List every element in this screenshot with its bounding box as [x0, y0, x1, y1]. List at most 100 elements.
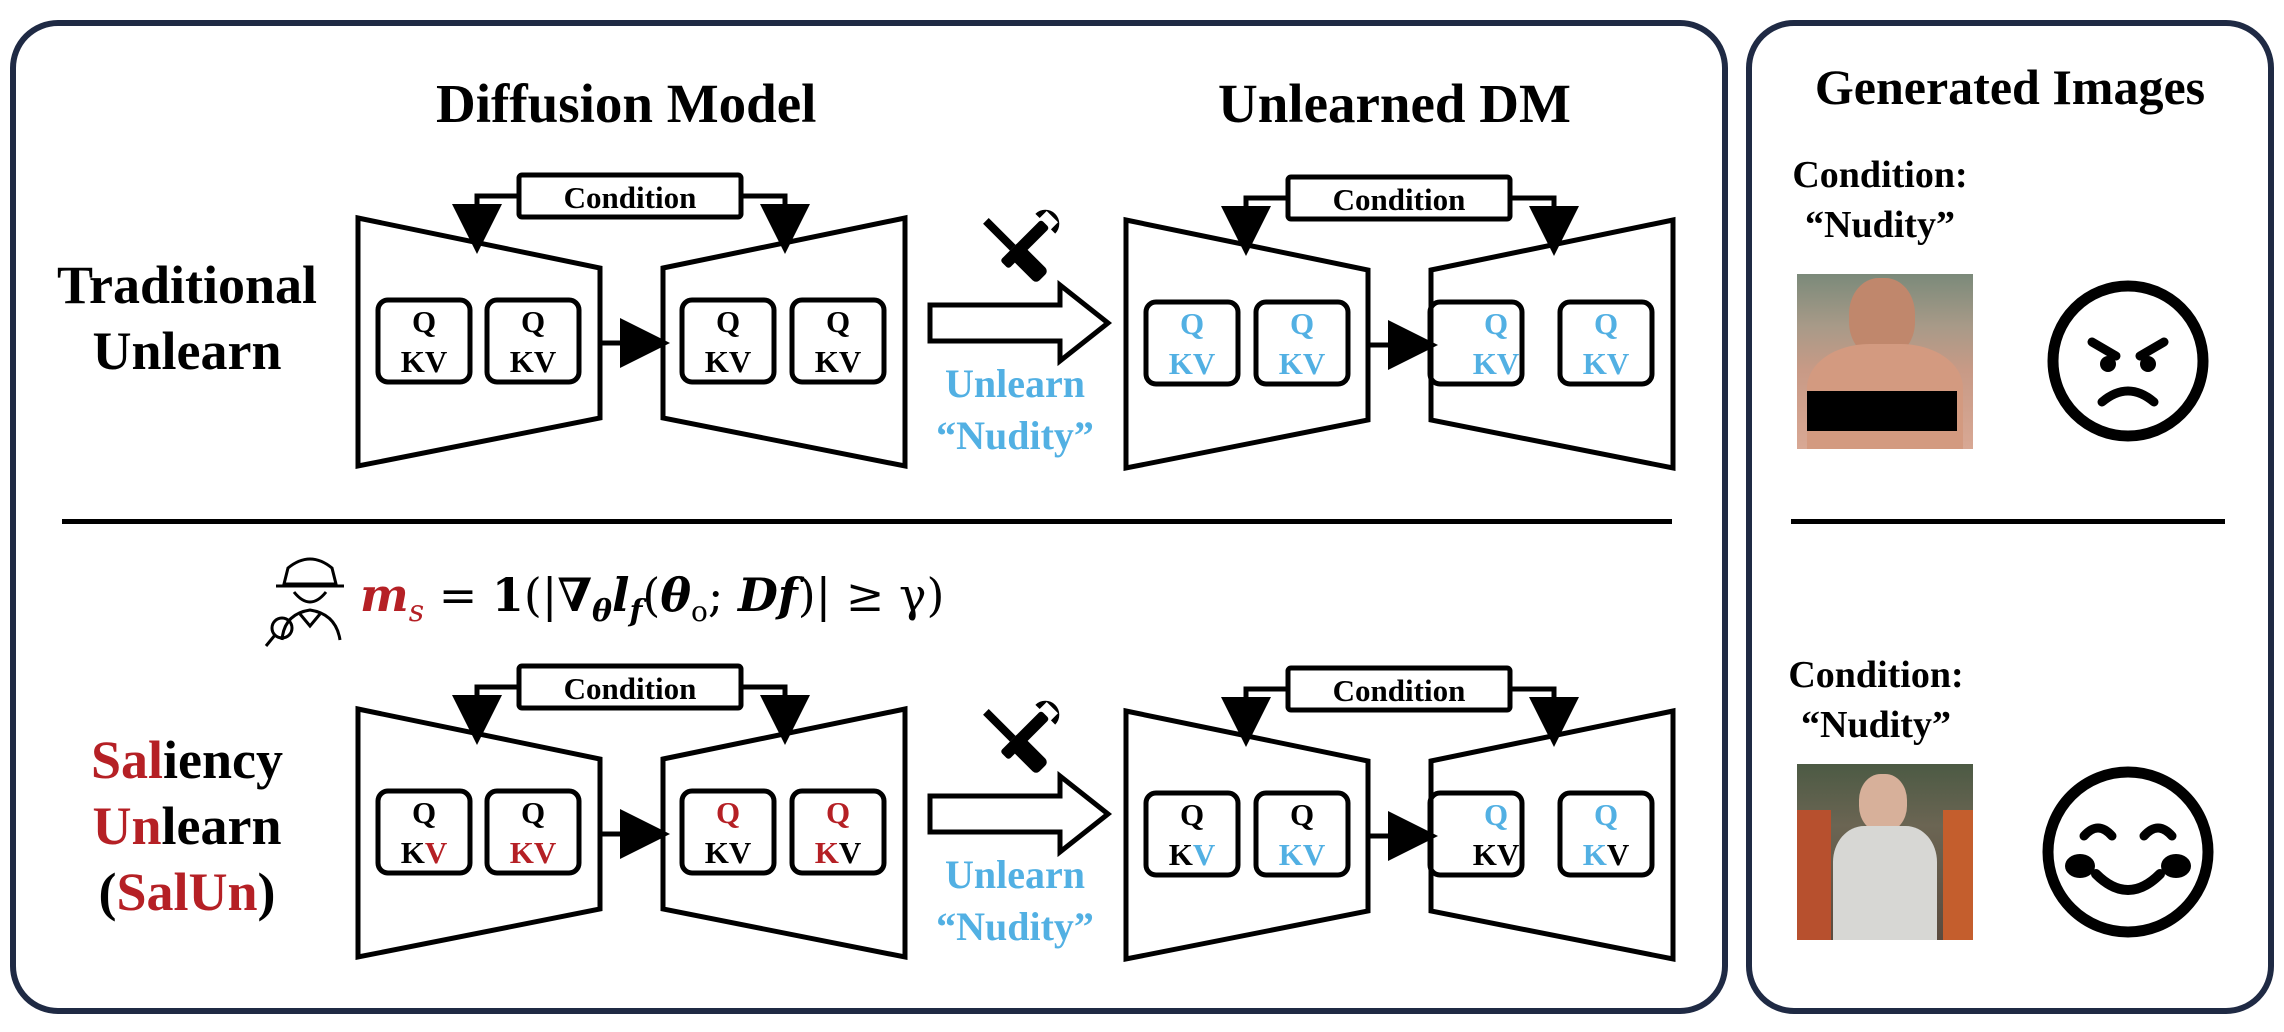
svg-text:Q: Q	[716, 304, 740, 339]
svg-text:Q: Q	[1484, 797, 1508, 832]
attn-block-4	[789, 297, 887, 385]
unlearn-word: Unlearn	[945, 361, 1085, 406]
unet-original-top	[355, 172, 908, 470]
svg-text:KV: KV	[1169, 346, 1216, 381]
figure-shirt	[1833, 826, 1937, 940]
tools-icon	[983, 209, 1060, 282]
qkv-labels-bottom-original: Q KV Q KV Q KV Q KV	[401, 795, 862, 870]
svg-text:KV: KV	[1583, 346, 1630, 381]
formula-open: (|	[523, 568, 558, 622]
figure-head	[1859, 774, 1907, 832]
title-generated-images: Generated Images	[1814, 59, 2206, 115]
svg-text:KV: KV	[1473, 837, 1520, 872]
row-label-salun: (SalUn)	[62, 859, 312, 925]
svg-text:Q: Q	[1180, 797, 1204, 832]
condition-caption-top: Condition: “Nudity”	[1780, 150, 1980, 250]
row-label-unlearn: Unlearn	[62, 793, 312, 859]
svg-text:KV: KV	[815, 835, 862, 870]
decoder-trapezoid	[660, 214, 908, 470]
svg-text:Q: Q	[826, 304, 850, 339]
side-person-left	[1797, 810, 1831, 940]
condition-arrow-right	[741, 193, 810, 254]
unet-original-bottom	[355, 663, 908, 961]
svg-text:KV: KV	[510, 344, 557, 379]
svg-text:KV: KV	[705, 344, 752, 379]
svg-text:KV: KV	[1279, 837, 1326, 872]
attn-block-1	[375, 297, 473, 385]
unlearn-nudity-label-top: Unlearn “Nudity”	[915, 358, 1115, 462]
formula-theta-sub: θ	[592, 594, 613, 630]
side-person-right	[1943, 810, 1973, 940]
censor-bar	[1807, 391, 1957, 431]
condition-caption-line2: “Nudity”	[1805, 204, 1955, 246]
svg-text:Q: Q	[521, 304, 545, 339]
condition-label: Condition	[1333, 182, 1466, 217]
svg-text:Q: Q	[521, 795, 545, 830]
condition-label: Condition	[1333, 673, 1466, 708]
row-label-traditional-unlearn: Traditional Unlearn	[42, 252, 332, 384]
label-paren-close: )	[257, 862, 276, 922]
formula-l: l	[612, 568, 630, 622]
svg-text:Q: Q	[1180, 306, 1204, 341]
condition-label: Condition	[564, 671, 697, 706]
row-label-line1: Traditional	[56, 255, 318, 315]
label-un-red: Un	[92, 796, 162, 856]
condition-caption-line1: Condition:	[1788, 654, 1964, 696]
svg-text:Q: Q	[412, 304, 436, 339]
saliency-mask-formula: ms = 1(|∇θlf(θo; Df)| ≥ γ)	[360, 568, 944, 629]
qkv-labels-bottom-unlearned: Q KV Q KV Q KV Q KV	[1169, 797, 1630, 872]
row-label-line2: Unlearn	[92, 321, 282, 381]
formula-m: m	[360, 568, 409, 622]
unlearn-arrow-bottom	[927, 770, 1113, 858]
label-paren-open: (	[98, 862, 117, 922]
generated-image-clothed	[1797, 764, 1973, 940]
qkv-labels-top-original: Q KV Q KV Q KV Q KV	[401, 304, 862, 379]
unlearn-word: Unlearn	[945, 852, 1085, 897]
svg-text:Q: Q	[826, 795, 850, 830]
formula-sub-s: s	[408, 594, 425, 630]
svg-text:KV: KV	[1169, 837, 1216, 872]
svg-text:Q: Q	[1484, 306, 1508, 341]
svg-text:Q: Q	[1594, 306, 1618, 341]
svg-text:Q: Q	[1594, 797, 1618, 832]
row-label-saliency: Saliency	[62, 727, 312, 793]
condition-caption-bottom: Condition: “Nudity”	[1776, 650, 1976, 750]
condition-arrow-left	[452, 193, 519, 254]
condition-caption-line2: “Nudity”	[1801, 704, 1951, 746]
tools-icon	[983, 700, 1060, 773]
svg-text:Q: Q	[1290, 797, 1314, 832]
nudity-word: “Nudity”	[936, 904, 1094, 949]
label-learn: learn	[161, 796, 282, 856]
formula-f-sub: f	[629, 594, 643, 630]
detective-icon	[264, 557, 344, 647]
formula-equals: =	[424, 568, 492, 622]
label-salun-red: SalUn	[116, 862, 258, 922]
formula-one: 1	[491, 568, 524, 622]
formula-nabla: ∇	[557, 568, 592, 622]
svg-text:KV: KV	[1583, 837, 1630, 872]
svg-text:Q: Q	[1290, 306, 1314, 341]
svg-text:KV: KV	[815, 344, 862, 379]
label-iency: iency	[163, 730, 284, 790]
svg-text:KV: KV	[401, 835, 448, 870]
condition-caption-line1: Condition:	[1792, 154, 1968, 196]
formula-theta-o: o	[691, 595, 708, 629]
smiling-face-icon	[2042, 766, 2214, 938]
formula-df: Df	[738, 568, 798, 622]
attn-block-3	[679, 297, 777, 385]
encoder-trapezoid	[355, 214, 603, 470]
title-diffusion-model: Diffusion Model	[436, 73, 817, 134]
svg-text:Q: Q	[716, 795, 740, 830]
qkv-labels-top-unlearned: QKV QKV QKV QKV	[1169, 306, 1630, 381]
svg-text:KV: KV	[1473, 346, 1520, 381]
unet-unlearned-top	[1123, 174, 1676, 472]
unlearn-arrow-top	[927, 279, 1113, 367]
svg-text:KV: KV	[705, 835, 752, 870]
svg-text:KV: KV	[401, 344, 448, 379]
title-unlearned-dm: Unlearned DM	[1218, 73, 1571, 134]
angry-face-icon	[2047, 280, 2209, 442]
row-label-saliency-unlearn: Saliency Unlearn (SalUn)	[62, 727, 312, 925]
diagram-svg: Condition Condition Condition Condition …	[264, 172, 1676, 963]
row-divider	[62, 519, 1672, 524]
nudity-word: “Nudity”	[936, 413, 1094, 458]
